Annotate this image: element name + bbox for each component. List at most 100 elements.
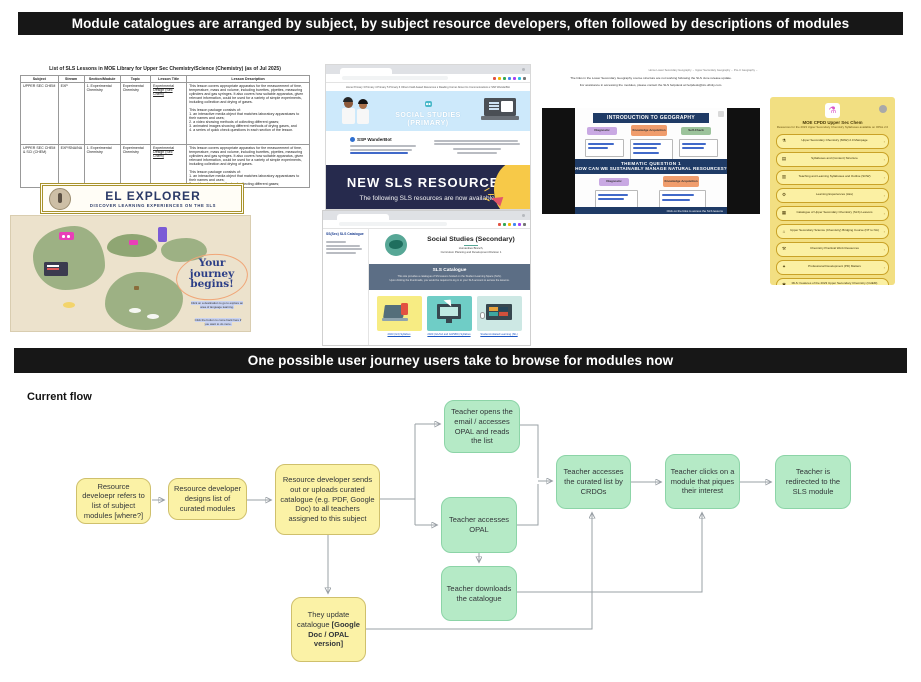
extension-icon[interactable] bbox=[498, 222, 501, 226]
signpost-icon[interactable] bbox=[129, 240, 138, 245]
wanderbot-logo-icon bbox=[350, 137, 355, 142]
knowledge-acquisition-label: Knowledge Acquisition bbox=[631, 125, 667, 136]
cell-stream: EXP/SNA/NA bbox=[57, 144, 85, 188]
browser-address-bar[interactable] bbox=[326, 74, 530, 83]
syllabus-card-2[interactable] bbox=[427, 296, 472, 331]
gear-icon: ⚙ bbox=[781, 192, 787, 198]
geo-footer-strip: Click on the links to access the SLS les… bbox=[575, 207, 727, 214]
sidebar-link-placeholder[interactable] bbox=[326, 241, 346, 244]
lesson-link-box[interactable] bbox=[630, 139, 673, 161]
sidebar-link-placeholder[interactable] bbox=[326, 244, 360, 247]
knowledge-acquisition-label: Knowledge Acquisition bbox=[663, 176, 699, 187]
geography-site-screenshot: Home Lower Secondary Geography ⌄ Upper S… bbox=[538, 64, 764, 216]
map-island[interactable] bbox=[161, 238, 207, 262]
geo-nav-menu[interactable]: Home Lower Secondary Geography ⌄ Upper S… bbox=[648, 69, 758, 72]
ssp-nav-menu[interactable]: Home Primary 3 Primary 4 Primary 5 Prima… bbox=[346, 85, 510, 89]
lesson-link-placeholder[interactable] bbox=[632, 151, 659, 154]
lesson-link-placeholder[interactable] bbox=[681, 146, 704, 149]
extension-icon[interactable] bbox=[513, 76, 516, 80]
lesson-link-placeholder[interactable] bbox=[681, 143, 706, 145]
book-icon: ▥ bbox=[781, 174, 787, 180]
lesson-link-placeholder[interactable] bbox=[587, 143, 614, 145]
flow-node-teacher-downloads-catalogue: Teacher downloads the catalogue bbox=[441, 566, 517, 621]
table-header-row: Subject Stream Section/Module Topic Less… bbox=[20, 75, 310, 83]
url-field[interactable] bbox=[342, 76, 449, 80]
chevron-right-icon: › bbox=[883, 210, 885, 216]
card-caption-link[interactable]: 2023 (G3) Syllabus bbox=[387, 333, 411, 336]
extension-icon[interactable] bbox=[508, 76, 511, 80]
browser-tab[interactable] bbox=[340, 68, 392, 74]
chest-icon[interactable] bbox=[134, 286, 139, 290]
chevron-right-icon: › bbox=[883, 174, 885, 180]
text-line-placeholder bbox=[350, 145, 416, 147]
lesson-link-box[interactable] bbox=[585, 139, 624, 157]
sil-card-3[interactable] bbox=[477, 296, 522, 331]
lesson-link-placeholder[interactable] bbox=[597, 197, 624, 200]
lesson-link-box[interactable] bbox=[659, 190, 706, 209]
map-island[interactable] bbox=[105, 272, 183, 330]
chevron-right-icon: › bbox=[883, 138, 885, 144]
chem-link-button[interactable]: ⚙ Learning Experiences (LEs) › bbox=[776, 187, 889, 203]
chem-link-button[interactable]: ▤ Syllabuses and (Content) Structure › bbox=[776, 151, 889, 167]
kid-hair bbox=[343, 97, 353, 102]
speech-dots bbox=[63, 302, 75, 308]
browser-tab-bar[interactable] bbox=[326, 65, 530, 74]
el-explorer-title: EL EXPLORER bbox=[105, 188, 201, 203]
flow-node-resource-developer-refers: Resource develoepr refers to list of sub… bbox=[76, 478, 151, 524]
kid-illustration bbox=[344, 99, 353, 108]
chem-link-button[interactable]: ✦ Professional Development (PD) Matters … bbox=[776, 259, 889, 275]
lesson-link-placeholder[interactable] bbox=[587, 146, 608, 149]
profile-circle-icon[interactable] bbox=[879, 105, 887, 113]
laptop-screen-lines bbox=[489, 102, 499, 104]
extension-icon[interactable] bbox=[503, 222, 506, 226]
browser-menu-icon[interactable] bbox=[522, 68, 525, 71]
expand-icon[interactable] bbox=[718, 111, 724, 117]
chem-link-button[interactable]: ⌂ Upper Secondary Science (Chemistry) Br… bbox=[776, 223, 889, 239]
journey-begins-text: Your journey begins! bbox=[189, 257, 235, 291]
extension-icon[interactable] bbox=[518, 76, 521, 80]
browser-address-bar[interactable] bbox=[323, 220, 530, 229]
chem-link-button[interactable]: ▥ Teaching and Learning Syllabuses and O… bbox=[776, 169, 889, 185]
lesson-title-link[interactable]: Experimental Design (Sec Chem) bbox=[150, 144, 188, 188]
extension-icon[interactable] bbox=[523, 222, 526, 226]
extension-icon[interactable] bbox=[513, 222, 516, 226]
extension-icon[interactable] bbox=[503, 76, 506, 80]
syllabus-card-1[interactable] bbox=[377, 296, 422, 331]
lesson-link-box[interactable] bbox=[679, 139, 718, 157]
extension-icon[interactable] bbox=[508, 222, 511, 226]
extension-icon[interactable] bbox=[523, 76, 526, 80]
chem-page-subtitle: Resources for the 2023 Upper Secondary C… bbox=[776, 125, 889, 129]
lesson-link-box[interactable] bbox=[595, 190, 638, 208]
card-caption-link[interactable]: Student-Initiated Learning (SIL) bbox=[480, 333, 518, 336]
map-island[interactable] bbox=[107, 234, 157, 257]
radio-icon[interactable] bbox=[59, 232, 74, 240]
lesson-link-placeholder[interactable] bbox=[632, 143, 661, 145]
browser-tab[interactable] bbox=[337, 214, 389, 220]
url-field[interactable] bbox=[339, 222, 447, 226]
screen-lines bbox=[47, 265, 59, 267]
chem-link-button[interactable]: ⚒ Chemistry Practical Work Resources › bbox=[776, 241, 889, 257]
extension-icon[interactable] bbox=[518, 222, 521, 226]
chem-link-button[interactable]: ▦ Catalogue of Upper Secondary Chemistry… bbox=[776, 205, 889, 221]
extension-icon[interactable] bbox=[498, 76, 501, 80]
link-line-placeholder[interactable] bbox=[350, 152, 408, 154]
extension-icon[interactable] bbox=[493, 76, 496, 80]
chem-link-button[interactable]: ⚗ Upper Secondary Chemistry (6092) 2.0 M… bbox=[776, 133, 889, 149]
card-caption-link[interactable]: 2023 (G1/G2 and G3/SBC) Syllabus bbox=[427, 333, 471, 336]
lesson-link-placeholder[interactable] bbox=[597, 194, 628, 196]
banner-yellow-blob bbox=[494, 165, 530, 209]
chem-link-button[interactable]: ✱ MLS: Features of the 2023 Upper Second… bbox=[776, 277, 889, 285]
lesson-link-placeholder[interactable] bbox=[661, 194, 694, 196]
sidebar-link-placeholder[interactable] bbox=[326, 251, 356, 254]
phone-icon[interactable] bbox=[158, 227, 167, 242]
flow-node-sends-catalogue: Resource developer sends out or uploads … bbox=[275, 464, 380, 535]
laptop-screen-card bbox=[501, 101, 513, 112]
lesson-link-placeholder[interactable] bbox=[632, 146, 657, 149]
browser-menu-icon[interactable] bbox=[522, 214, 525, 217]
lesson-link-placeholder[interactable] bbox=[661, 198, 690, 201]
chevron-right-icon: › bbox=[881, 283, 885, 285]
browser-tab-bar[interactable] bbox=[323, 211, 530, 220]
lesson-title-link[interactable]: Experimental Design (Sec Chem) bbox=[150, 82, 188, 145]
sidebar-link-placeholder[interactable] bbox=[326, 248, 362, 251]
